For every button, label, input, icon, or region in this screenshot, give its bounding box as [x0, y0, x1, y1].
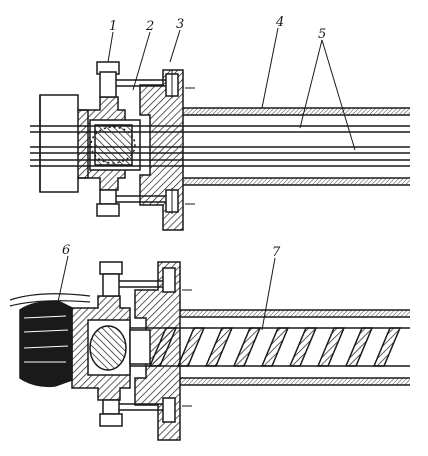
callout-7: 7	[272, 245, 281, 260]
labels-top: 1 2 3 4 5	[109, 15, 326, 42]
top-assembly	[30, 61, 410, 231]
flange-top	[139, 69, 184, 231]
screw-auger	[129, 327, 410, 367]
callout-6: 6	[62, 243, 70, 258]
bolt-bottom-upper	[99, 261, 172, 297]
rods-top	[30, 125, 410, 167]
seal-body-top	[89, 119, 141, 171]
bottom-assembly	[9, 261, 410, 441]
labels-bottom: 6 7	[62, 243, 281, 260]
coupling-left-bottom	[71, 295, 131, 401]
outer-tube-top	[183, 107, 410, 186]
outer-tube-bottom	[180, 309, 410, 386]
callout-1: 1	[109, 19, 117, 34]
leaders-top	[107, 27, 356, 151]
callout-4: 4	[275, 15, 284, 30]
leaders-bottom	[57, 255, 276, 331]
callout-3: 3	[176, 17, 184, 32]
callout-2: 2	[145, 19, 154, 34]
callout-5: 5	[318, 27, 326, 42]
